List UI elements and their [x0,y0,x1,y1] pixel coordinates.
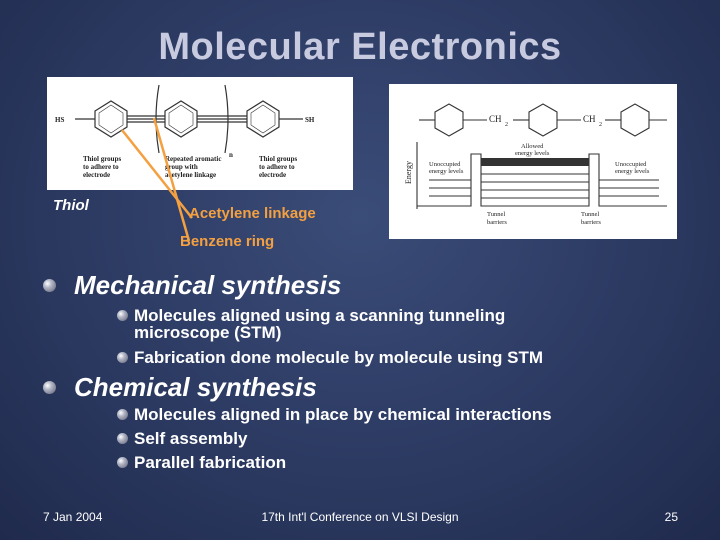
note-mid-line: group with [165,163,198,171]
energy-axis-label: Energy [404,161,413,184]
tunnel-left-label: Tunnel [487,211,505,218]
benzene-ring-2 [164,100,198,138]
tunnel-left-label: barriers [487,219,507,226]
footer-date: 7 Jan 2004 [43,510,103,524]
ch2-label-b: CH [583,114,596,124]
bullet-icon [117,433,128,444]
bullet-icon [117,409,128,420]
page-number: 25 [664,510,678,524]
ch2-subscript: 2 [599,122,602,128]
sub-bullet-text: Parallel fabrication [134,453,287,472]
ch2-label-a: CH [489,114,502,124]
bullet-icon [43,279,56,292]
sub-bullet: Self assembly [117,429,248,448]
bullet-chemical-synthesis: Chemical synthesis [43,372,317,403]
bullet-text: Mechanical synthesis [74,270,342,300]
benzene-ring-3 [246,100,280,138]
benzene-ring-1 [94,100,128,138]
sh-label: SH [305,116,315,124]
acetylene-linkage-label: Acetylene linkage [189,205,316,222]
unoccupied-right-label: energy levels [615,168,650,175]
note-left-line: electrode [83,171,110,179]
slide-title: Molecular Electronics [158,26,562,68]
thiol-label: Thiol [53,197,89,214]
footer-conference: 17th Int'l Conference on VLSI Design [261,510,459,524]
sub-bullet: Molecules aligned using a scanning tunne… [117,306,506,342]
note-mid-line: acetylene linkage [165,171,216,179]
hs-label: HS [55,116,64,124]
n-label: n [229,151,233,159]
unoccupied-right-label: Unoccupied [615,161,647,168]
bullet-icon [117,457,128,468]
bullet-icon [43,381,56,394]
allowed-label: energy levels [515,150,550,157]
unoccupied-left-label: energy levels [429,168,464,175]
sub-bullet-text: microscope (STM) [134,323,282,342]
note-mid-line: Repeated aromatic [165,155,221,163]
note-right-line: electrode [259,171,286,179]
note-left-line: to adhere to [83,163,119,171]
ch2-subscript: 2 [505,122,508,128]
sub-bullet: Fabrication done molecule by molecule us… [117,348,544,367]
allowed-label: Allowed [521,143,544,150]
note-right-line: to adhere to [259,163,295,171]
tunnel-right-label: barriers [581,219,601,226]
note-right-line: Thiol groups [259,155,297,163]
bullet-icon [117,310,128,321]
energy-diagram-figure: CH 2 CH 2 Energy Allowed energy levels U… [389,84,677,239]
unoccupied-left-label: Unoccupied [429,161,461,168]
sub-bullet-text: Molecules aligned using a scanning tunne… [134,306,506,325]
bullet-icon [117,352,128,363]
sub-bullet-text: Self assembly [134,429,248,448]
sub-bullet-text: Molecules aligned in place by chemical i… [134,405,552,424]
molecule-structure-figure: HS SH n Thiol groups to adhere to electr… [47,77,353,190]
note-left-line: Thiol groups [83,155,121,163]
bullet-mechanical-synthesis: Mechanical synthesis [43,270,341,301]
bullet-text: Chemical synthesis [74,372,317,402]
tunnel-right-label: Tunnel [581,211,599,218]
sub-bullet: Molecules aligned in place by chemical i… [117,405,552,424]
sub-bullet: Parallel fabrication [117,453,287,472]
benzene-ring-label: Benzene ring [180,233,275,250]
sub-bullet-text: Fabrication done molecule by molecule us… [134,348,544,367]
